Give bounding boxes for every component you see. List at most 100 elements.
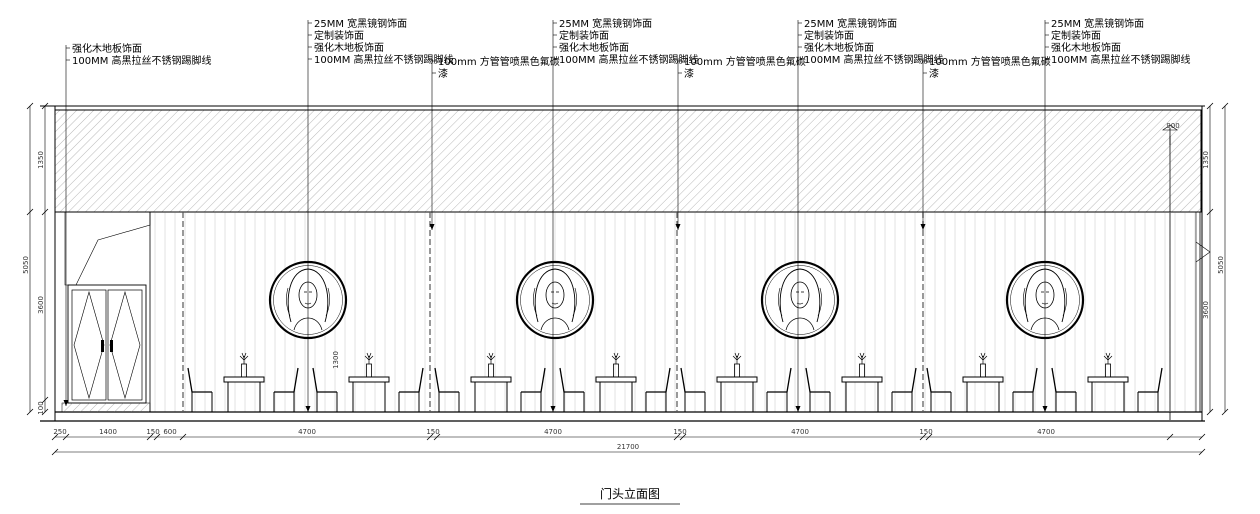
dim-bottom-9: 4700: [791, 428, 809, 436]
dim-tick-total-1: [51, 448, 59, 456]
portrait-hair: [779, 268, 821, 323]
portrait-features: [796, 291, 804, 305]
dim-bottom-3: 150: [146, 428, 159, 436]
entrance-door: [61, 211, 151, 413]
table-set-3: [470, 352, 512, 412]
dim-bottom-8: 150: [673, 428, 686, 436]
door-frame: [67, 284, 147, 404]
chair-15: [1051, 367, 1077, 412]
flower: [978, 352, 988, 364]
leader-arrow-2: [305, 406, 311, 412]
dim-total: 21700: [617, 443, 639, 451]
portrait-face: [545, 281, 565, 309]
dim-tick-bottom-12: [1166, 433, 1174, 441]
dim-bottom-11: 4700: [1037, 428, 1055, 436]
flower: [857, 352, 867, 364]
dim-tick-side-8: [1206, 102, 1214, 110]
leader-arrow-3: [429, 224, 435, 230]
callout-leaders: [63, 20, 1049, 412]
table-set-8: [1087, 352, 1129, 412]
dim-tick-side-11: [1221, 102, 1229, 110]
callout-7-line-1: 100mm 方管管喷黑色氟碳: [929, 55, 1051, 68]
door-threshold: [61, 402, 151, 413]
door-canopy: [64, 211, 151, 286]
dim-left-3: 100: [37, 401, 45, 414]
callout-6-line-2: 定制装饰面: [804, 29, 854, 42]
plaque-ring: [515, 260, 595, 340]
flower: [486, 352, 496, 364]
chair-8: [645, 367, 671, 412]
chair-14: [1012, 367, 1038, 412]
table-top: [716, 376, 758, 383]
dim-bottom-6: 150: [426, 428, 439, 436]
table-top: [348, 376, 390, 383]
dim-bottom-10: 150: [919, 428, 932, 436]
dim-tick-side-4: [41, 102, 49, 110]
dim-right-1: 1350: [1202, 151, 1210, 169]
dim-tick-bottom-6: [426, 433, 434, 441]
chair-3: [312, 367, 338, 412]
table-set-1: [223, 352, 265, 412]
door-handle-left: [101, 340, 104, 352]
portrait-hair-strands: [533, 287, 577, 317]
chair-13: [926, 367, 952, 412]
callout-5-line-2: 漆: [684, 67, 694, 80]
table-top: [962, 376, 1004, 383]
callout-2-line-1: 25MM 宽黑镜钢饰面: [314, 17, 407, 30]
chair-12: [891, 367, 917, 412]
portrait-features: [551, 291, 559, 305]
dim-tick-bottom-8: [673, 433, 681, 441]
table-top: [470, 376, 512, 383]
chair-10: [766, 367, 792, 412]
table-top: [841, 376, 883, 383]
table-set-2: [348, 352, 390, 412]
dim-tick-bottom-4: [153, 433, 161, 441]
dim-tick-side-5: [41, 208, 49, 216]
table-set-5: [716, 352, 758, 412]
leader-arrow-5: [675, 224, 681, 230]
leader-arrow-8: [1042, 406, 1048, 412]
chair-9: [680, 367, 706, 412]
dim-right-2: 3600: [1202, 301, 1210, 319]
dim-bottom-5: 4700: [298, 428, 316, 436]
flower: [611, 352, 621, 364]
flower: [1103, 352, 1113, 364]
furniture: [187, 352, 1163, 412]
dim-left-4: 5050: [22, 256, 30, 274]
dim-tick-bottom-11: [925, 433, 933, 441]
table-set-4: [595, 352, 637, 412]
table-top: [1087, 376, 1129, 383]
chair-2: [273, 367, 299, 412]
callout-4-line-2: 定制装饰面: [559, 29, 609, 42]
callout-8-line-1: 25MM 宽黑镜钢饰面: [1051, 17, 1144, 30]
table-set-6: [841, 352, 883, 412]
callout-8-line-3: 强化木地板饰面: [1051, 41, 1121, 54]
dim-inner-2: 900: [1166, 122, 1179, 130]
plaque-inner-ring: [520, 265, 590, 335]
table-set-7: [962, 352, 1004, 412]
portrait-plaque-2: [515, 260, 595, 340]
door-diamond-left: [73, 290, 105, 400]
plaque-inner-ring: [765, 265, 835, 335]
dim-left-2: 3600: [37, 296, 45, 314]
dim-tick-side-12: [1221, 408, 1229, 416]
callout-4-line-4: 100MM 高黑拉丝不锈钢踢脚线: [559, 53, 699, 66]
portrait-face: [790, 281, 810, 309]
drawing-title: 门头立面图: [600, 486, 660, 501]
portrait-hair-strands: [1023, 287, 1067, 317]
flower: [239, 352, 249, 364]
callout-2-line-2: 定制装饰面: [314, 29, 364, 42]
dim-tick-bottom-3: [146, 433, 154, 441]
portrait-hair-strands: [286, 287, 330, 317]
dim-tick-bottom-10: [919, 433, 927, 441]
callout-2-line-3: 强化木地板饰面: [314, 41, 384, 54]
dim-bottom-2: 1400: [99, 428, 117, 436]
chair-1: [187, 367, 213, 412]
dim-tick-side-9: [1206, 208, 1214, 216]
door-leaf-right: [107, 289, 143, 401]
dim-tick-total-2: [1198, 448, 1206, 456]
chair-16: [1137, 367, 1163, 412]
dim-tick-side-1: [26, 102, 34, 110]
